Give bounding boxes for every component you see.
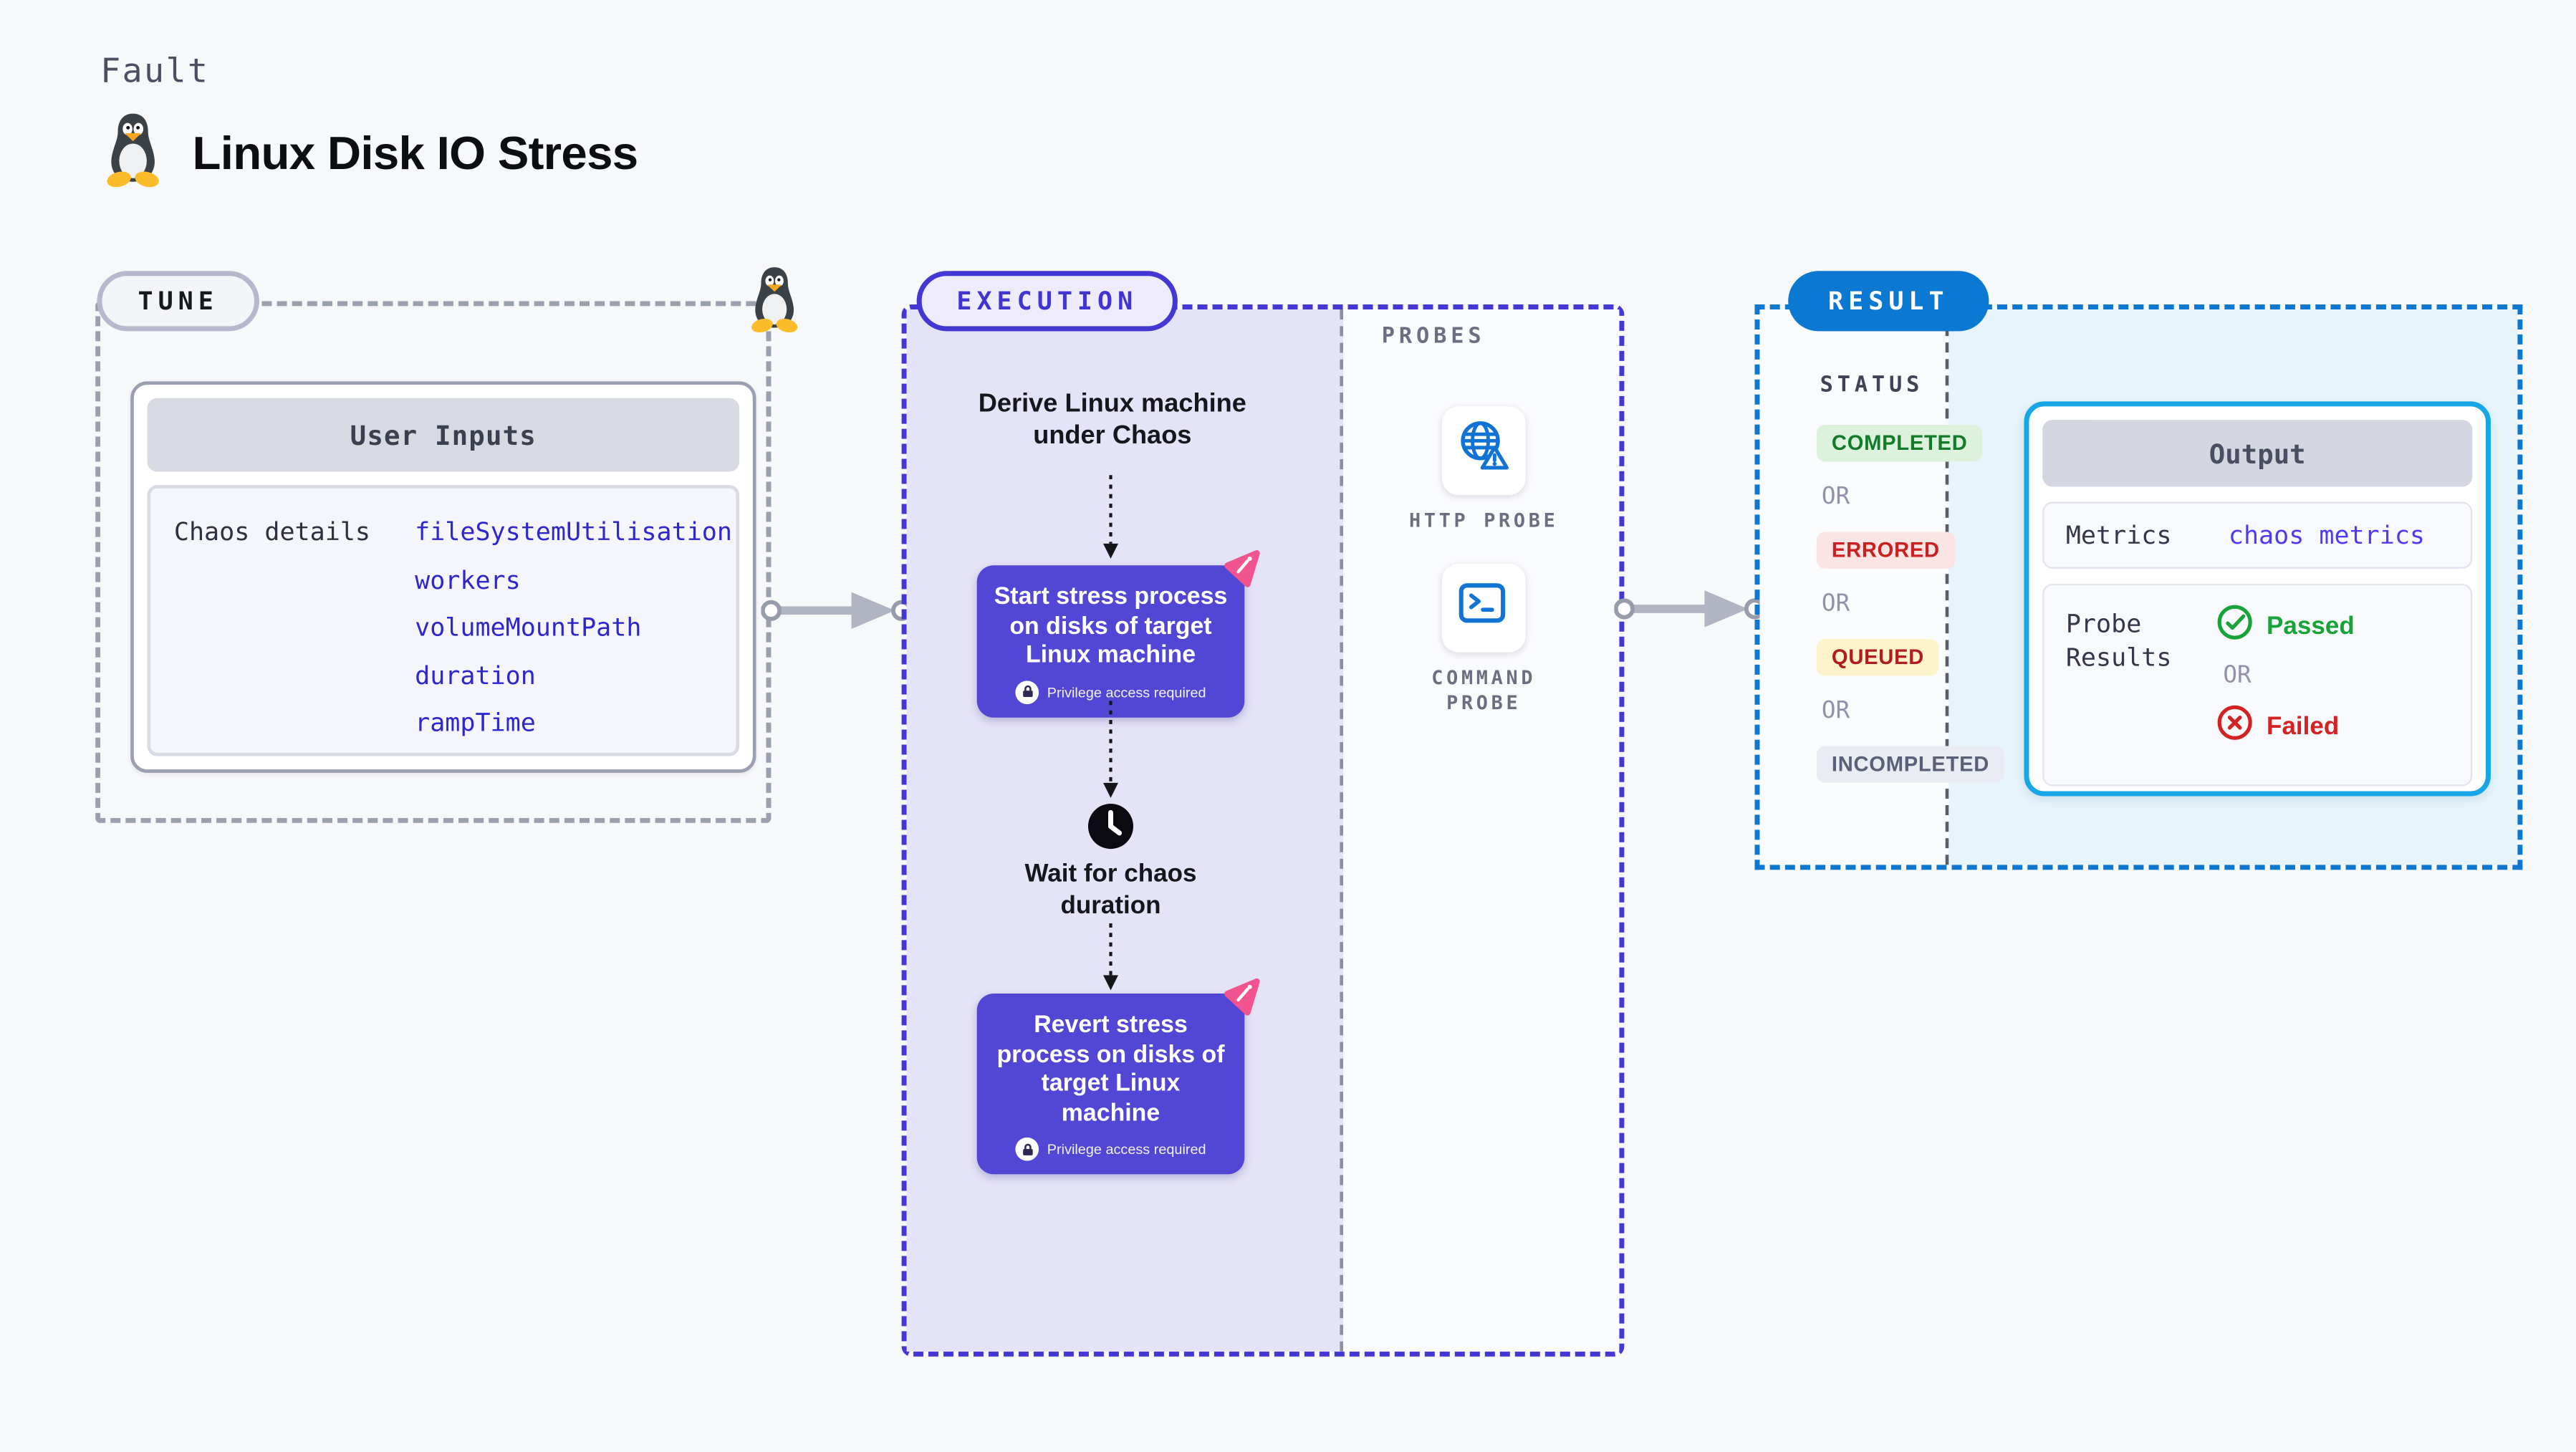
failed-label: Failed: [2267, 711, 2340, 741]
passed-label: Passed: [2267, 611, 2355, 640]
output-card: Output Metrics chaos metrics Probe Resul…: [2024, 401, 2491, 797]
or-separator: OR: [1821, 590, 1850, 617]
command-probe-item: COMMAND PROBE: [1343, 563, 1624, 716]
probe-results-values: Passed OR Failed: [2216, 604, 2355, 785]
execution-to-result-arrow: [1614, 590, 1765, 628]
user-inputs-body: Chaos details fileSystemUtilisation work…: [147, 485, 740, 756]
probe-name: HTTP PROBE: [1409, 508, 1559, 532]
x-circle-icon: [2216, 703, 2253, 749]
fault-kicker: Fault: [100, 50, 210, 91]
revert-stress-node-label: Revert stress process on disks of target…: [996, 1011, 1225, 1127]
privilege-note: Privilege access required: [1047, 1140, 1206, 1158]
probes-label: PROBES: [1381, 324, 1486, 350]
flow-arrow-down-icon: [1102, 701, 1119, 798]
flow-arrow-down-icon: [1102, 475, 1119, 559]
failed-line: Failed: [2216, 704, 2355, 744]
privilege-row: Privilege access required: [992, 680, 1230, 703]
metrics-row: Metrics chaos metrics: [2042, 501, 2473, 569]
status-badge-completed: COMPLETED: [1816, 425, 1983, 462]
chaos-burst-icon: [1223, 977, 1263, 1026]
tux-penguin-icon: [100, 110, 165, 196]
metrics-label: Metrics: [2065, 520, 2172, 551]
param-item: volumeMountPath: [415, 612, 642, 643]
probe-card: [1441, 563, 1526, 653]
page-title: Linux Disk IO Stress: [192, 126, 639, 178]
tux-penguin-icon: [746, 264, 802, 341]
clock-icon: [1085, 802, 1135, 860]
check-circle-icon: [2216, 603, 2253, 648]
or-separator: OR: [1821, 483, 1850, 511]
chaos-burst-icon: [1223, 549, 1263, 597]
flow-arrow-down-icon: [1102, 923, 1119, 991]
passed-line: Passed: [2216, 604, 2355, 644]
privilege-note: Privilege access required: [1047, 683, 1206, 701]
start-stress-node-label: Start stress process on disks of target …: [994, 583, 1228, 670]
user-inputs-header: User Inputs: [147, 398, 740, 472]
wait-step-label: Wait for chaos duration: [1024, 860, 1197, 920]
title-row: Linux Disk IO Stress: [100, 110, 638, 196]
derive-step-label: Derive Linux machine under Chaos: [978, 390, 1246, 451]
user-inputs-card: User Inputs Chaos details fileSystemUtil…: [130, 381, 756, 773]
privilege-row: Privilege access required: [992, 1137, 1230, 1161]
param-item: duration: [415, 660, 536, 691]
tune-section-pill: TUNE: [97, 271, 259, 332]
tune-to-execution-arrow: [761, 592, 912, 629]
start-stress-node: Start stress process on disks of target …: [976, 550, 1260, 717]
status-badge-incompleted: INCOMPLETED: [1816, 746, 2005, 783]
output-header: Output: [2042, 420, 2473, 487]
lock-icon: [1015, 1137, 1039, 1161]
status-list: COMPLETED OR ERRORED OR QUEUED OR INCOMP…: [1816, 425, 2005, 783]
param-item: workers: [415, 564, 521, 595]
status-badge-errored: ERRORED: [1816, 532, 1955, 569]
probe-results-row: Probe Results Passed OR: [2042, 583, 2473, 787]
probe-name: COMMAND PROBE: [1431, 665, 1537, 715]
param-item: fileSystemUtilisation: [415, 516, 732, 547]
revert-stress-node: Revert stress process on disks of target…: [976, 978, 1260, 1175]
http-probe-item: HTTP PROBE: [1343, 406, 1624, 533]
param-item: rampTime: [415, 708, 536, 739]
metrics-value: chaos metrics: [2228, 520, 2426, 551]
lock-icon: [1015, 680, 1039, 703]
chaos-details-label: Chaos details: [173, 516, 371, 547]
param-list: fileSystemUtilisation workers volumeMoun…: [415, 509, 732, 748]
probe-results-label: Probe Results: [2065, 608, 2172, 673]
probe-card: [1441, 406, 1526, 496]
execution-section-pill: EXECUTION: [916, 271, 1178, 332]
or-separator: OR: [2223, 662, 2251, 690]
globe-alert-icon: [1453, 416, 1514, 485]
result-section-pill: RESULT: [1788, 271, 1989, 332]
tune-section-box: [95, 301, 772, 823]
or-separator: OR: [1821, 697, 1850, 725]
status-label: STATUS: [1820, 372, 1924, 398]
terminal-icon: [1453, 574, 1514, 643]
status-badge-queued: QUEUED: [1816, 639, 1940, 676]
